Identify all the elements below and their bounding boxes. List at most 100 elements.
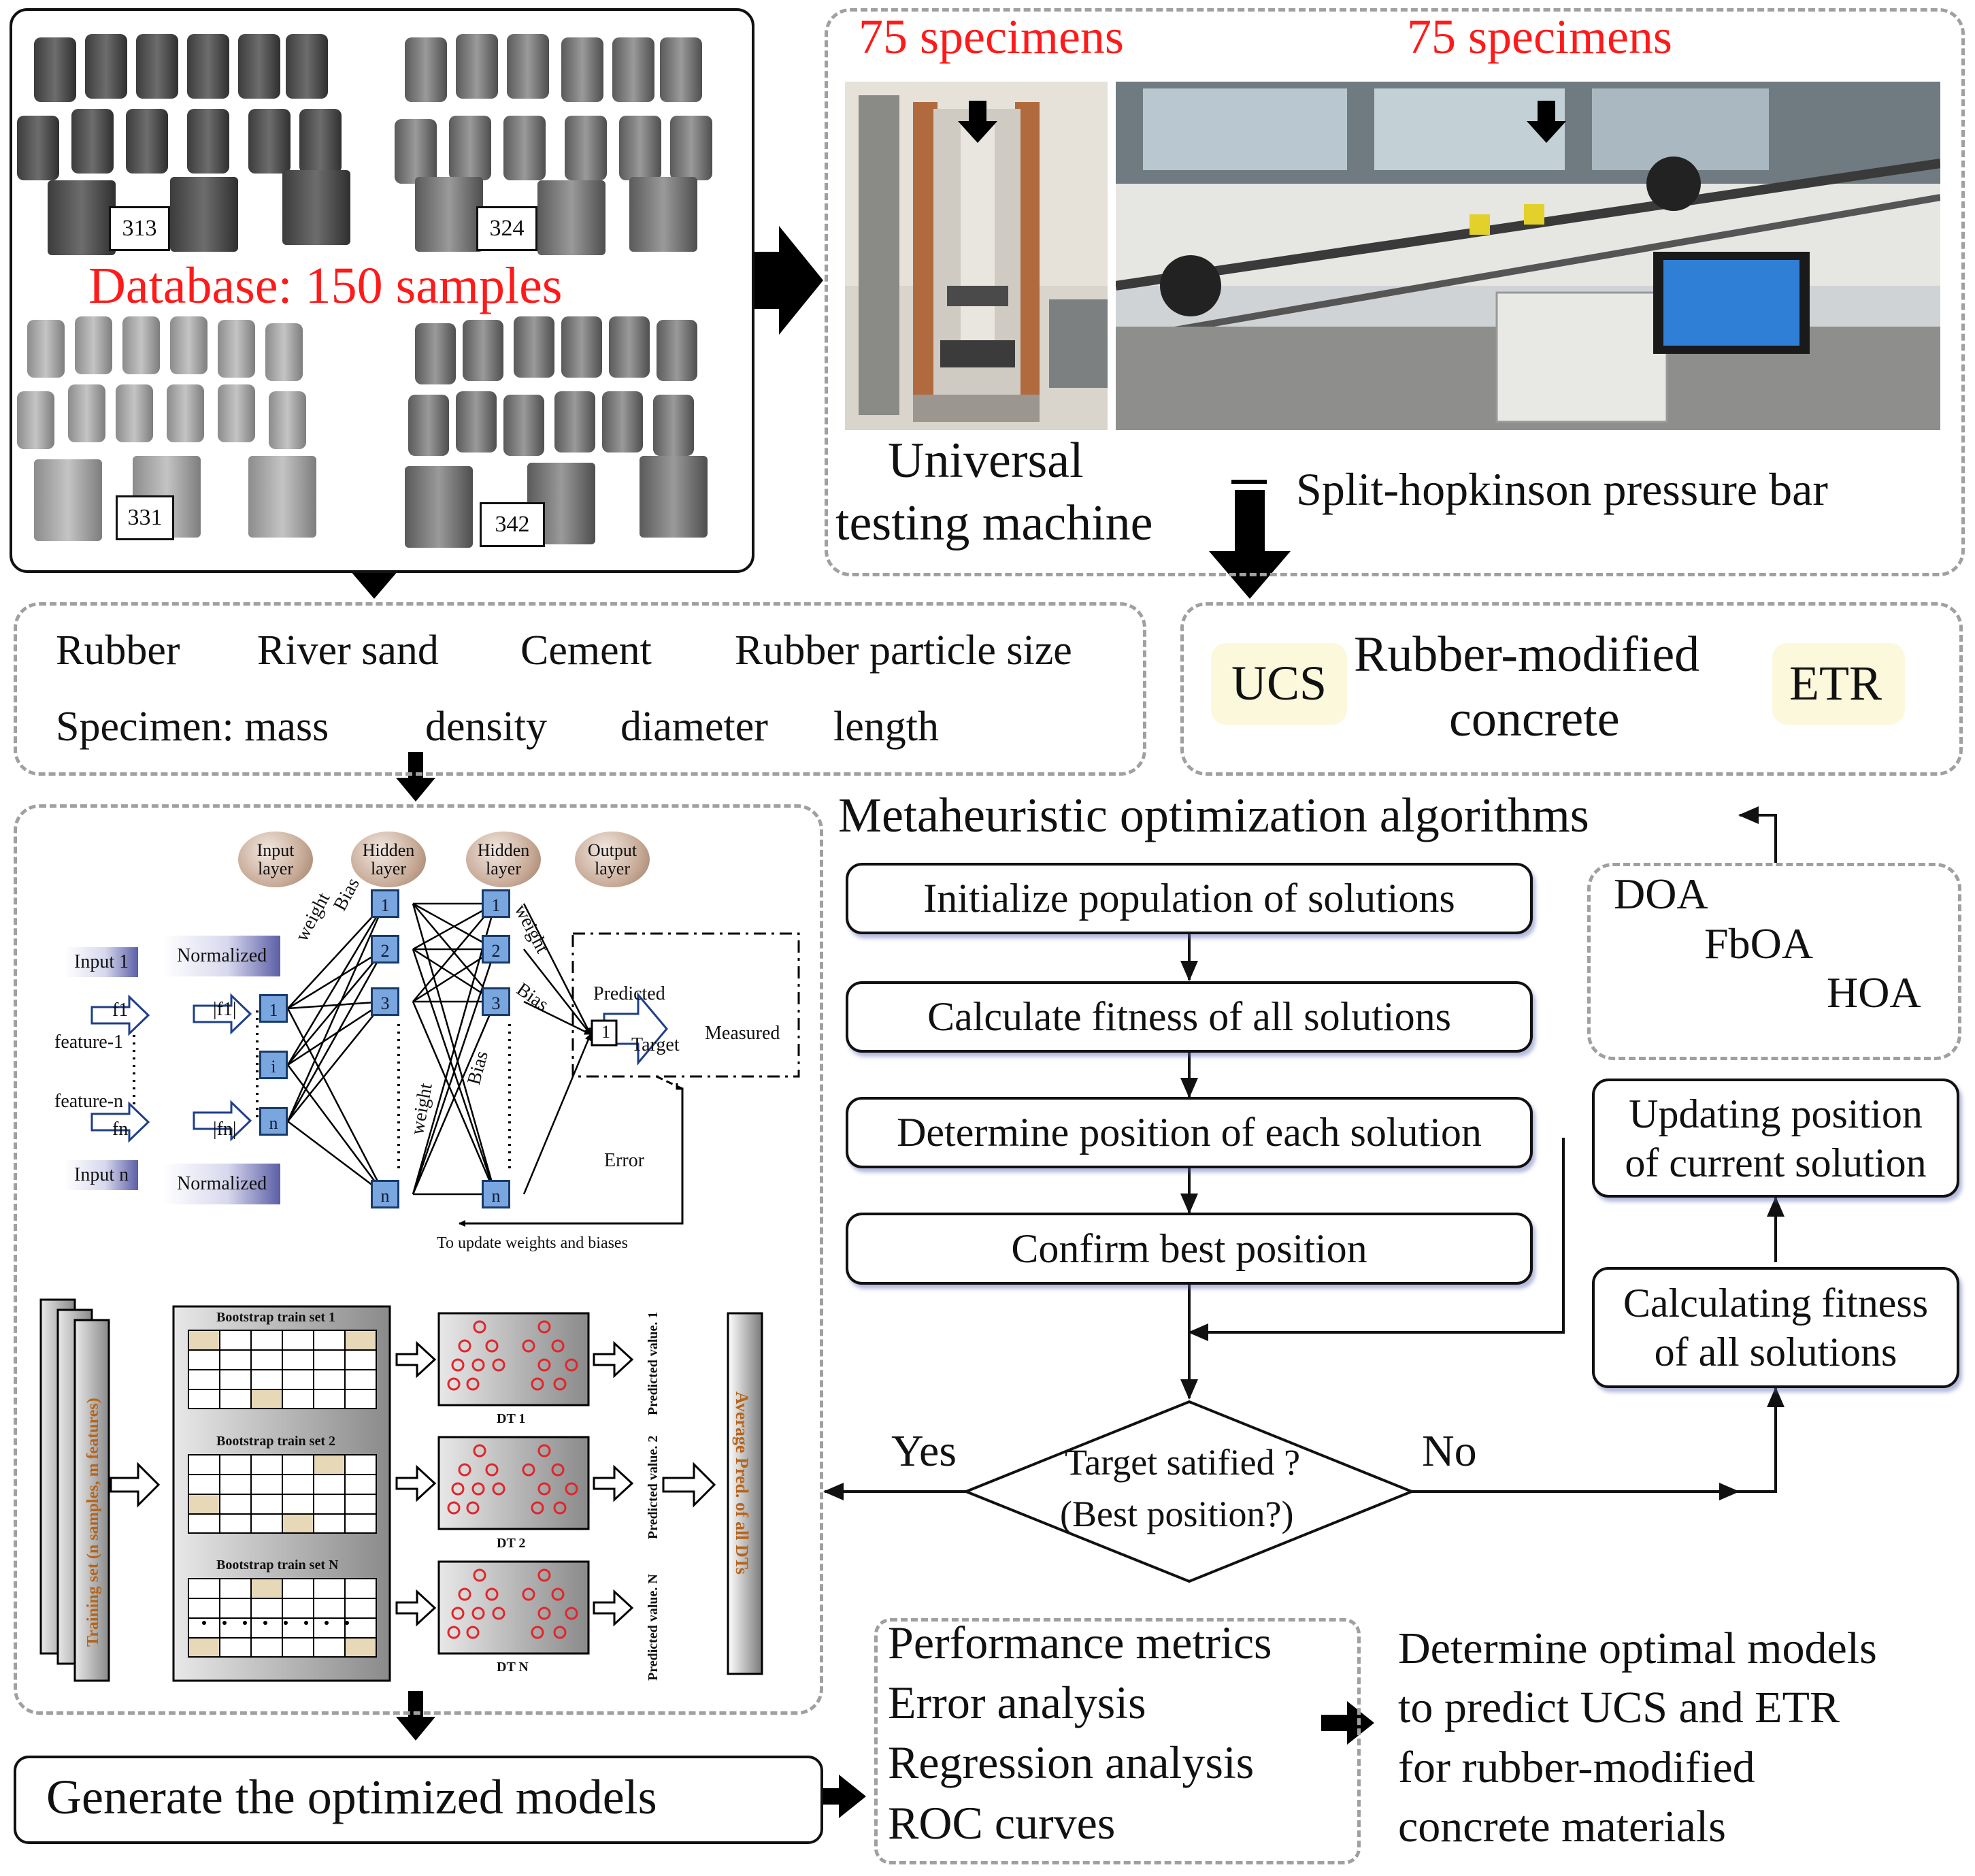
- outputs-panel: [1180, 602, 1963, 776]
- algorithm-doa: DOA: [1614, 870, 1708, 918]
- predicted-value-n: Predicted value. N: [646, 1574, 661, 1681]
- conclusion-line1: Determine optimal models: [1398, 1624, 1877, 1673]
- input-n-label: Input n: [65, 1160, 139, 1190]
- yes-label: Yes: [891, 1426, 957, 1476]
- arrow-eval-to-conclusion: [1321, 1701, 1374, 1745]
- database-label: Database: 150 samples: [88, 257, 563, 314]
- ann-hidden1-node-3: 3: [371, 987, 399, 1016]
- evaluation-panel: [874, 1618, 1361, 1864]
- predicted-value-2: Predicted value. 2: [646, 1435, 661, 1539]
- input-specimen-mass: Specimen: mass: [56, 704, 329, 750]
- arrow-tests-down: [1209, 490, 1291, 599]
- output-layer-bubble: Output layer: [575, 832, 650, 887]
- ann-hidden1-node-n: n: [371, 1180, 399, 1208]
- ucs-highlight: [1211, 643, 1347, 725]
- ann-hidden2-node-2: 2: [482, 935, 510, 964]
- feature-f1: f1: [112, 1000, 129, 1021]
- ann-hidden2-node-1: 1: [482, 889, 510, 918]
- ann-output-node: 1: [601, 1022, 610, 1042]
- eval-roc-curves: ROC curves: [888, 1797, 1116, 1849]
- step-calculate-fitness: Calculate fitness of all solutions: [846, 981, 1533, 1053]
- shpb-label: Split-hopkinson pressure bar: [1296, 463, 1828, 515]
- tree-label-1: DT 1: [497, 1411, 526, 1426]
- no-label: No: [1422, 1426, 1477, 1476]
- algorithms-panel: [1587, 863, 1961, 1060]
- utm-photo: [845, 82, 1108, 430]
- updating-line1: Updating position: [1629, 1091, 1923, 1136]
- utm-label-line1: Universal: [888, 433, 1084, 489]
- input-diameter: diameter: [620, 704, 768, 750]
- generate-box: [14, 1756, 823, 1844]
- ann-input-node-1: 1: [259, 994, 288, 1023]
- conclusion-line4: concrete materials: [1398, 1802, 1726, 1852]
- input-1-label: Input 1: [65, 947, 139, 977]
- arrow-generate-to-eval: [813, 1775, 866, 1818]
- output-ucs: UCS: [1231, 656, 1327, 710]
- output-etr: ETR: [1789, 656, 1882, 710]
- bootstrap-label-2: Bootstrap train set 2: [216, 1434, 335, 1449]
- sample-tag-331: 331: [116, 495, 174, 540]
- feature-1-label: feature-1: [54, 1032, 124, 1053]
- decision-diamond: [962, 1400, 1416, 1583]
- conclusion-line2: to predict UCS and ETR: [1398, 1683, 1840, 1732]
- step-determine-position: Determine position of each solution: [846, 1097, 1533, 1168]
- step-initialize: Initialize population of solutions: [846, 863, 1533, 934]
- input-variables-panel: [14, 602, 1146, 776]
- bootstrap-label-n: Bootstrap train set N: [216, 1558, 339, 1573]
- calculating-line2: of all solutions: [1654, 1330, 1897, 1375]
- bootstrap-label-1: Bootstrap train set 1: [216, 1310, 335, 1325]
- normalized-bottom-label: Normalized: [163, 1164, 281, 1204]
- specimen-photos: [17, 34, 712, 548]
- decision-line1: Target satified ?: [1065, 1442, 1301, 1483]
- training-set-label: Training set (n samples, m features): [84, 1398, 102, 1647]
- ann-input-node-n: n: [259, 1107, 288, 1136]
- sample-tag-342: 342: [480, 502, 545, 547]
- tests-panel: [825, 8, 1965, 576]
- material-line2: concrete: [1449, 691, 1620, 747]
- utm-label-line2: testing machine: [835, 495, 1153, 551]
- shpb-photo: [1116, 82, 1940, 430]
- target-label: Target: [631, 1034, 680, 1055]
- ann-hidden1-node-1: 1: [371, 889, 399, 918]
- sample-tag-324: 324: [476, 206, 537, 251]
- updating-line2: of current solution: [1625, 1140, 1927, 1185]
- normalized-fn: |fn|: [213, 1119, 237, 1140]
- tree-label-2: DT 2: [497, 1536, 526, 1551]
- predicted-value-1: Predicted value. 1: [646, 1311, 661, 1415]
- generate-label: Generate the optimized models: [46, 1770, 657, 1824]
- hidden-layer-1-bubble: Hidden layer: [351, 832, 426, 887]
- input-density: density: [425, 704, 548, 750]
- eval-performance-metrics: Performance metrics: [888, 1617, 1272, 1668]
- ann-hidden1-node-2: 2: [371, 935, 399, 964]
- utm-specimen-count: 75 specimens: [859, 10, 1124, 64]
- feature-n-label: feature-n: [54, 1091, 124, 1112]
- optimization-title: Metaheuristic optimization algorithms: [838, 788, 1589, 842]
- step-updating-position: Updating position of current solution: [1592, 1079, 1959, 1198]
- measured-label: Measured: [705, 1023, 780, 1044]
- etr-highlight: [1772, 643, 1905, 725]
- algorithm-fboa: FbOA: [1704, 919, 1814, 968]
- models-panel: [14, 804, 823, 1715]
- average-prediction-label: Average Pred. of all DTs: [732, 1392, 752, 1575]
- shpb-specimen-count: 75 specimens: [1407, 10, 1672, 64]
- error-label: Error: [604, 1150, 645, 1171]
- input-rubber-particle-size: Rubber particle size: [735, 627, 1072, 674]
- step-confirm-best: Confirm best position: [846, 1213, 1533, 1285]
- hidden-layer-2-bubble: Hidden layer: [466, 832, 541, 887]
- input-cement: Cement: [520, 627, 652, 674]
- step-calculating-fitness: Calculating fitness of all solutions: [1592, 1267, 1959, 1388]
- ann-input-node-i: i: [259, 1051, 288, 1079]
- material-line1: Rubber-modified: [1354, 627, 1700, 682]
- conclusion-line3: for rubber-modified: [1398, 1743, 1755, 1792]
- ann-hidden2-node-n: n: [482, 1180, 510, 1208]
- normalized-top-label: Normalized: [163, 936, 281, 976]
- eval-error-analysis: Error analysis: [888, 1677, 1146, 1728]
- tree-label-n: DT N: [497, 1660, 529, 1675]
- algorithm-hoa: HOA: [1827, 968, 1921, 1017]
- predicted-label: Predicted: [593, 983, 665, 1004]
- decision-line2: (Best position?): [1060, 1494, 1294, 1534]
- input-rubber: Rubber: [56, 627, 180, 674]
- random-forest-diagram: [39, 1298, 763, 1682]
- eval-regression-analysis: Regression analysis: [888, 1737, 1255, 1788]
- arrow-inputs-to-models: [396, 752, 435, 802]
